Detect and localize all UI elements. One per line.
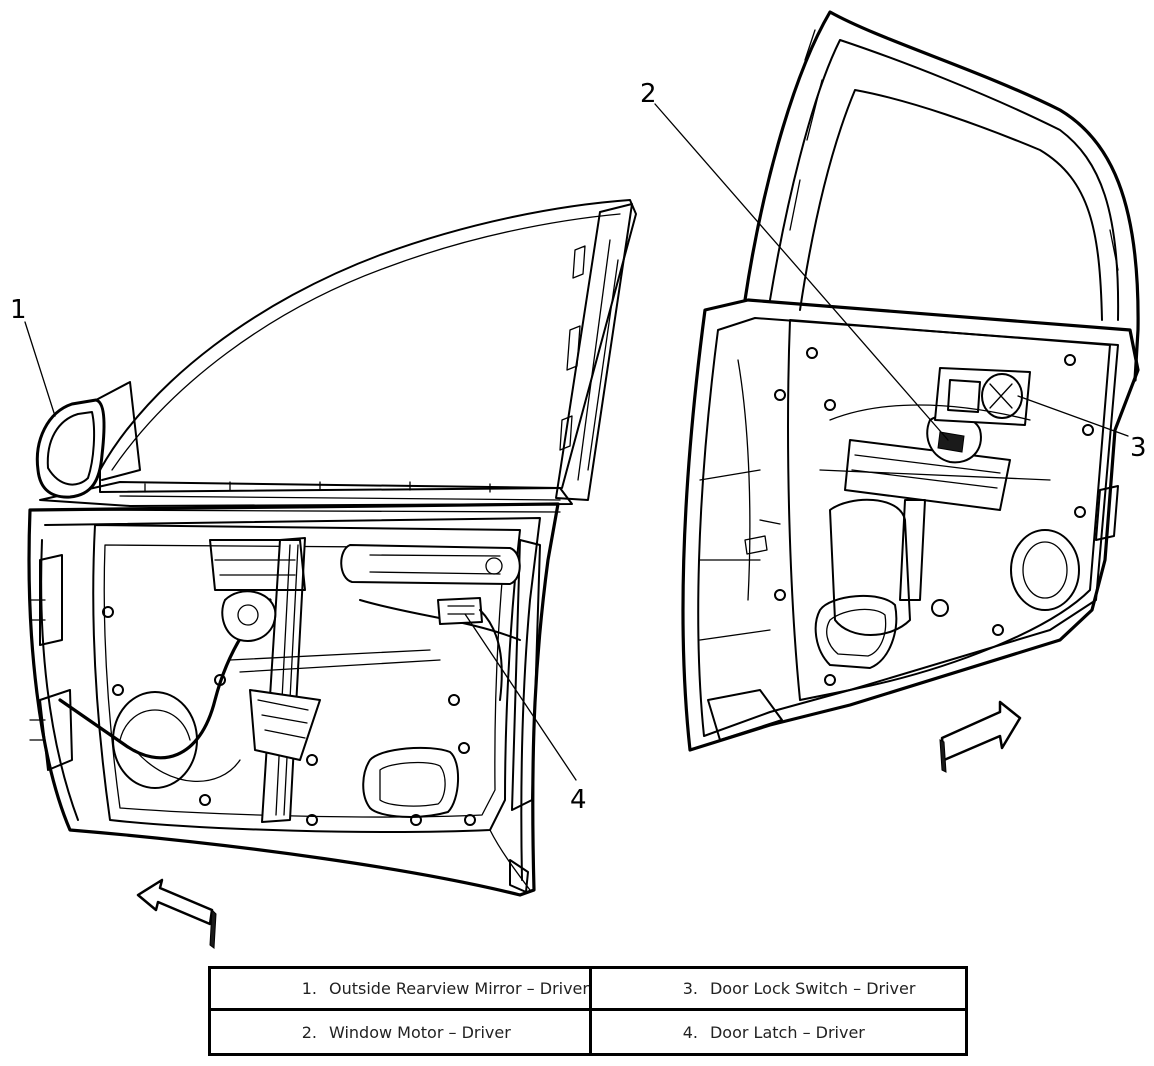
- legend-number: 1.: [301, 979, 317, 998]
- legend-number: 4.: [682, 1022, 698, 1042]
- inner-panel-frame: [92, 524, 521, 833]
- callout-2: 2: [640, 79, 657, 109]
- window-regulator: [209, 537, 321, 823]
- lower-access-hole: [829, 498, 911, 636]
- legend-number: 3.: [682, 979, 698, 998]
- speaker-opening: [112, 691, 198, 789]
- fasteners: [102, 606, 476, 826]
- callout-3: 3: [1130, 433, 1147, 463]
- callout-1: 1: [10, 295, 27, 325]
- speaker-opening-right: [1010, 529, 1080, 611]
- component-legend-table: 1. Outside Rearview Mirror – Driver 3. D…: [208, 966, 968, 1056]
- door-inner-panel: [681, 298, 1140, 752]
- legend-cell: 2. Window Motor – Driver: [211, 1011, 592, 1053]
- callout-4: 4: [570, 785, 587, 815]
- leader-lines: [24, 103, 1129, 781]
- legend-cell: 4. Door Latch – Driver: [592, 1011, 965, 1053]
- right-door-view: [681, 10, 1140, 752]
- legend-cell: 3. Door Lock Switch – Driver: [591, 969, 965, 1011]
- legend-cell: 1. Outside Rearview Mirror – Driver: [211, 969, 592, 1011]
- window-run-channel: [555, 203, 633, 501]
- door-lock-switch: [934, 367, 1031, 426]
- left-door-view: [27, 199, 637, 897]
- inside-handle: [340, 544, 521, 641]
- door-component-diagram: 1 2 3 4: [10, 10, 1147, 949]
- belt-line: [39, 481, 573, 507]
- outside-rearview-mirror: [35, 381, 141, 499]
- access-hole: [362, 746, 460, 818]
- legend-label: Outside Rearview Mirror – Driver: [329, 979, 589, 998]
- legend-number: 2.: [301, 1022, 317, 1042]
- door-window-glass: [99, 199, 637, 493]
- legend-label: Door Latch – Driver: [709, 1022, 865, 1042]
- legend-label: Window Motor – Driver: [329, 1022, 511, 1042]
- right-fasteners: [774, 347, 1094, 686]
- door-window-frame: [743, 10, 1140, 382]
- right-arrow-icon: [939, 700, 1022, 773]
- legend-label: Door Lock Switch – Driver: [709, 979, 916, 998]
- window-motor: [844, 413, 1011, 601]
- door-latch: [437, 597, 503, 701]
- left-arrow-icon: [136, 878, 217, 949]
